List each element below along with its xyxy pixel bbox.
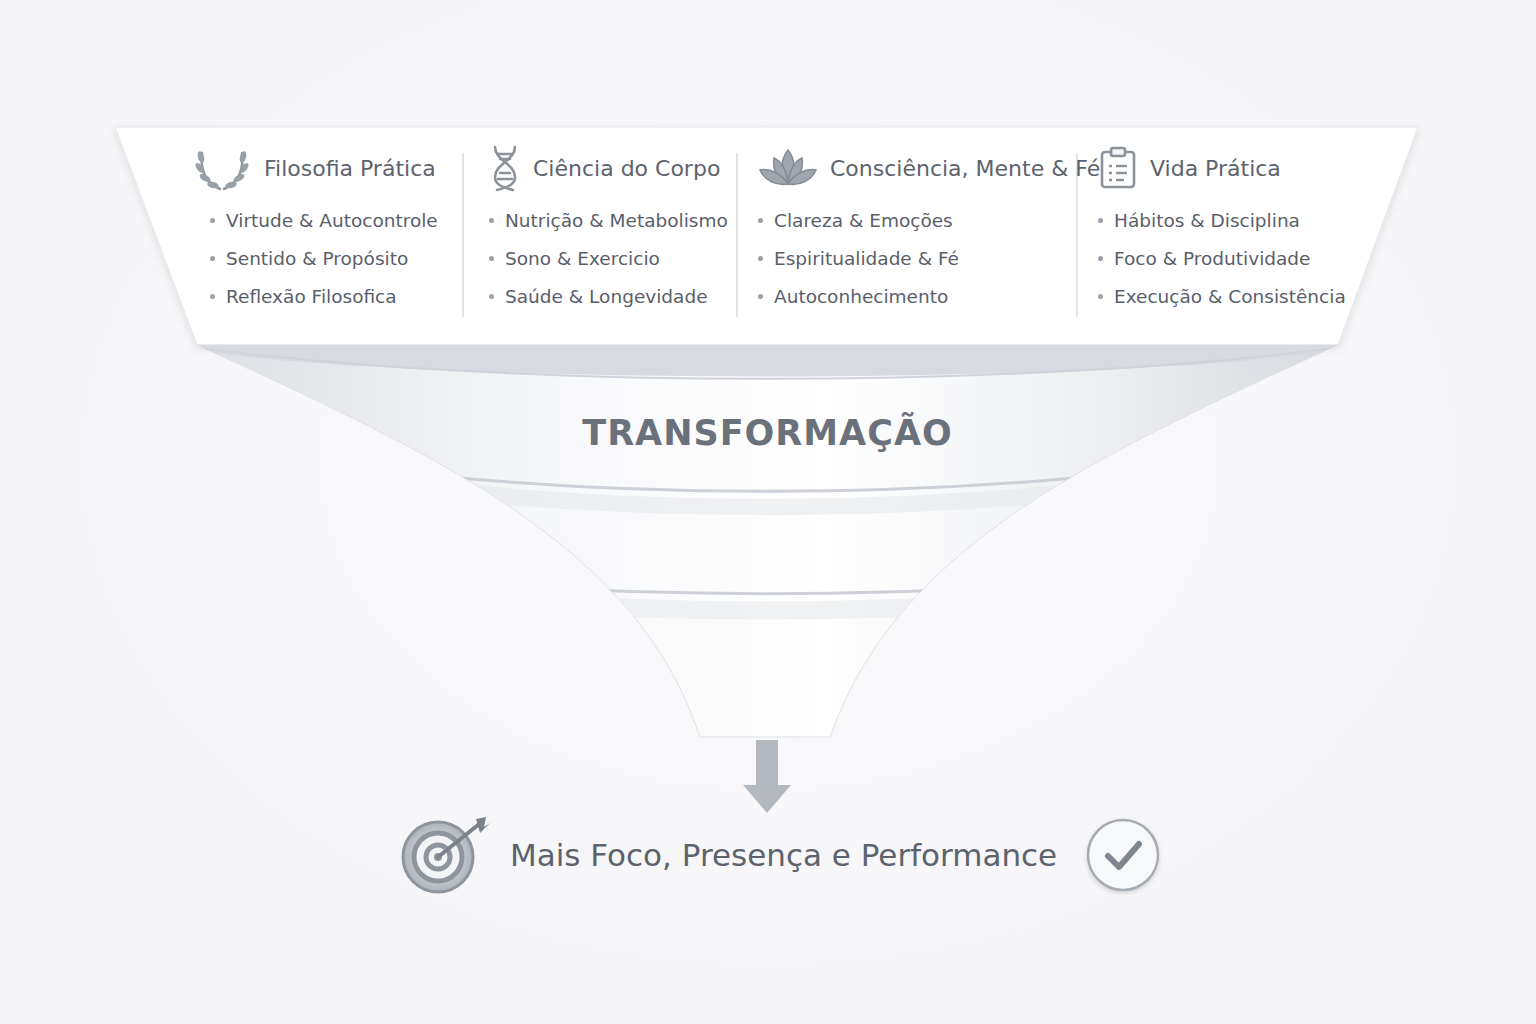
topic-bullet: Execução & Consistência — [1098, 277, 1346, 315]
bullet-dot — [758, 294, 763, 299]
category-title: Vida Prática — [1150, 156, 1281, 181]
bullet-dot — [210, 218, 215, 223]
topic-bullet: Nutrição & Metabolismo — [489, 201, 728, 239]
bullet-dot — [758, 218, 763, 223]
topic-bullet: Foco & Produtividade — [1098, 239, 1346, 277]
category-column: Filosofia PráticaVirtude & AutocontroleS… — [192, 143, 438, 315]
topic-bullet: Saúde & Longevidade — [489, 277, 728, 315]
bullet-dot — [1098, 294, 1103, 299]
topic-text: Espiritualidade & Fé — [774, 248, 959, 269]
topic-text: Virtude & Autocontrole — [226, 210, 438, 231]
flow-arrow — [743, 740, 791, 813]
category-heading: Vida Prática — [1098, 143, 1346, 193]
topic-bullet: Reflexão Filosofica — [192, 277, 438, 315]
bullet-dot — [758, 256, 763, 261]
category-heading: Filosofia Prática — [192, 143, 438, 193]
bullet-dot — [489, 256, 494, 261]
result-line: Mais Foco, Presença e Performance — [400, 815, 1163, 895]
topic-bullet: Hábitos & Disciplina — [1098, 201, 1346, 239]
topic-bullet: Sentido & Propósito — [192, 239, 438, 277]
bullet-dot — [210, 256, 215, 261]
category-title: Filosofia Prática — [264, 156, 436, 181]
category-column: Consciência, Mente & Fé Clareza & Emoções… — [758, 143, 1100, 315]
top-band: Filosofia PráticaVirtude & AutocontroleS… — [115, 127, 1418, 345]
funnel-label: TRANSFORMAÇÃO — [197, 413, 1338, 453]
bullet-dot — [210, 294, 215, 299]
topic-text: Nutrição & Metabolismo — [505, 210, 728, 231]
topic-text: Foco & Produtividade — [1114, 248, 1310, 269]
topic-text: Reflexão Filosofica — [226, 286, 397, 307]
topic-text: Saúde & Longevidade — [505, 286, 708, 307]
result-text: Mais Foco, Presença e Performance — [510, 837, 1057, 873]
topic-text: Sentido & Propósito — [226, 248, 408, 269]
lotus-icon — [758, 146, 818, 190]
topic-text: Hábitos & Disciplina — [1114, 210, 1300, 231]
topic-bullet: Espiritualidade & Fé — [758, 239, 1100, 277]
arrow-shape — [743, 740, 791, 813]
category-column: Vida PráticaHábitos & DisciplinaFoco & P… — [1098, 143, 1346, 315]
category-heading: Ciência do Corpo — [489, 143, 728, 193]
funnel-body: TRANSFORMAÇÃO — [197, 345, 1338, 740]
category-title: Ciência do Corpo — [533, 156, 720, 181]
funnel-shape — [197, 345, 1338, 740]
topic-text: Execução & Consistência — [1114, 286, 1346, 307]
category-heading: Consciência, Mente & Fé — [758, 143, 1100, 193]
dna-icon — [489, 144, 521, 192]
topic-text: Clareza & Emoções — [774, 210, 953, 231]
topic-bullet: Virtude & Autocontrole — [192, 201, 438, 239]
bullet-dot — [1098, 256, 1103, 261]
check-icon — [1083, 815, 1163, 895]
bullet-dot — [489, 294, 494, 299]
target-icon — [400, 815, 492, 895]
category-column: Ciência do CorpoNutrição & MetabolismoSo… — [489, 143, 728, 315]
topic-bullet: Clareza & Emoções — [758, 201, 1100, 239]
topic-bullet: Sono & Exercicio — [489, 239, 728, 277]
clipboard-icon — [1098, 146, 1138, 190]
bullet-dot — [1098, 218, 1103, 223]
topic-text: Autoconhecimento — [774, 286, 948, 307]
laurel-icon — [192, 143, 252, 193]
topic-bullet: Autoconhecimento — [758, 277, 1100, 315]
category-title: Consciência, Mente & Fé — [830, 156, 1100, 181]
bullet-dot — [489, 218, 494, 223]
topic-text: Sono & Exercicio — [505, 248, 660, 269]
